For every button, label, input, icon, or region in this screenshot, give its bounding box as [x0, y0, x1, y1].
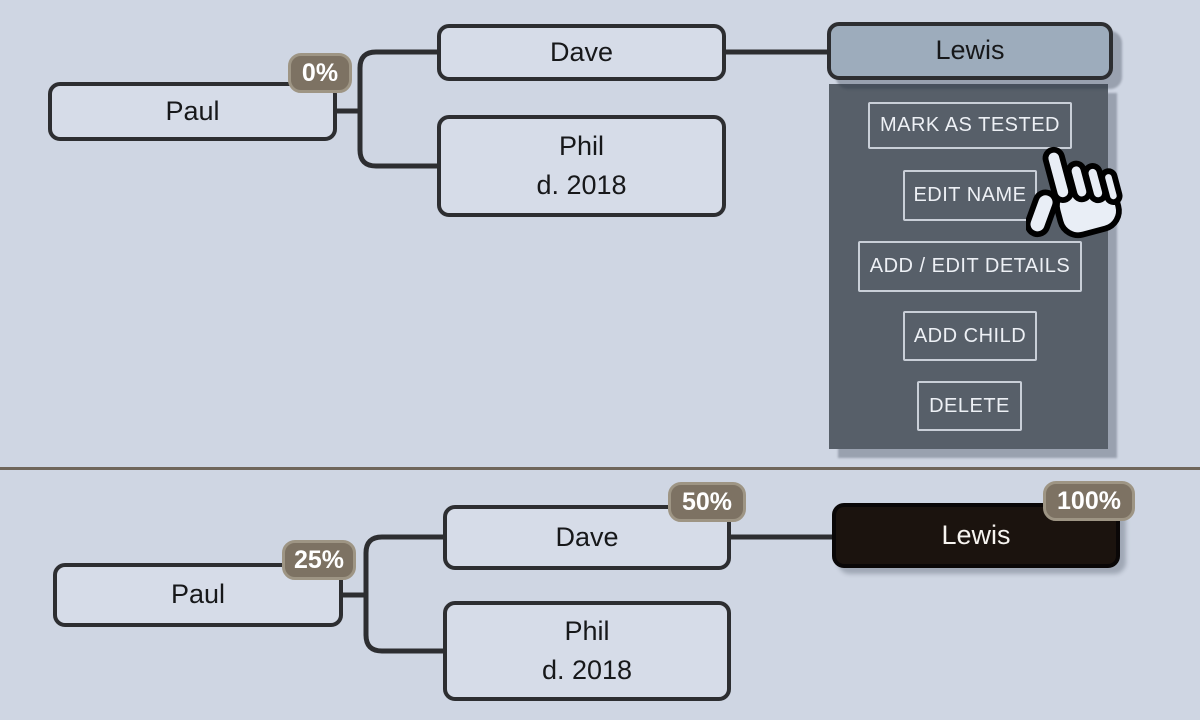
dna-percent-badge: 0% — [288, 53, 352, 93]
person-node-dave-bottom[interactable]: Dave — [443, 505, 731, 570]
person-death-year: d. 2018 — [541, 655, 633, 685]
dna-percent-badge: 100% — [1043, 481, 1135, 521]
mark-as-tested-button[interactable]: MARK AS TESTED — [868, 102, 1072, 149]
badge-value: 0% — [301, 58, 339, 87]
delete-button[interactable]: DELETE — [917, 381, 1022, 431]
edit-name-button[interactable]: EDIT NAME — [903, 170, 1037, 221]
badge-value: 50% — [681, 487, 733, 516]
person-death-year: d. 2018 — [536, 170, 627, 200]
person-name: Phil — [564, 615, 610, 646]
person-name: Dave — [549, 36, 614, 67]
person-node-paul-bottom[interactable]: Paul — [53, 563, 343, 627]
person-name: Paul — [165, 95, 220, 126]
section-divider — [0, 467, 1200, 470]
person-node-lewis-bottom-tested[interactable]: Lewis — [832, 503, 1120, 568]
person-node-phil-bottom[interactable]: Phil d. 2018 — [443, 601, 731, 701]
dna-percent-badge: 50% — [668, 482, 746, 522]
person-name: Lewis — [941, 519, 1011, 550]
person-name: Phil — [558, 130, 605, 161]
badge-value: 25% — [293, 545, 345, 574]
add-child-button[interactable]: ADD CHILD — [903, 311, 1037, 361]
person-node-phil-top[interactable]: Phil d. 2018 — [437, 115, 726, 217]
person-node-dave-top[interactable]: Dave — [437, 24, 726, 81]
person-node-lewis-top-selected[interactable]: Lewis — [827, 22, 1113, 80]
person-name: Dave — [555, 521, 619, 552]
dna-percent-badge: 25% — [282, 540, 356, 580]
person-name: Paul — [170, 579, 226, 610]
badge-value: 100% — [1057, 486, 1121, 515]
add-edit-details-button[interactable]: ADD / EDIT DETAILS — [858, 241, 1082, 292]
person-name: Lewis — [935, 35, 1005, 66]
node-context-menu: MARK AS TESTED EDIT NAME ADD / EDIT DETA… — [829, 84, 1108, 449]
person-node-paul-top[interactable]: Paul — [48, 82, 337, 141]
